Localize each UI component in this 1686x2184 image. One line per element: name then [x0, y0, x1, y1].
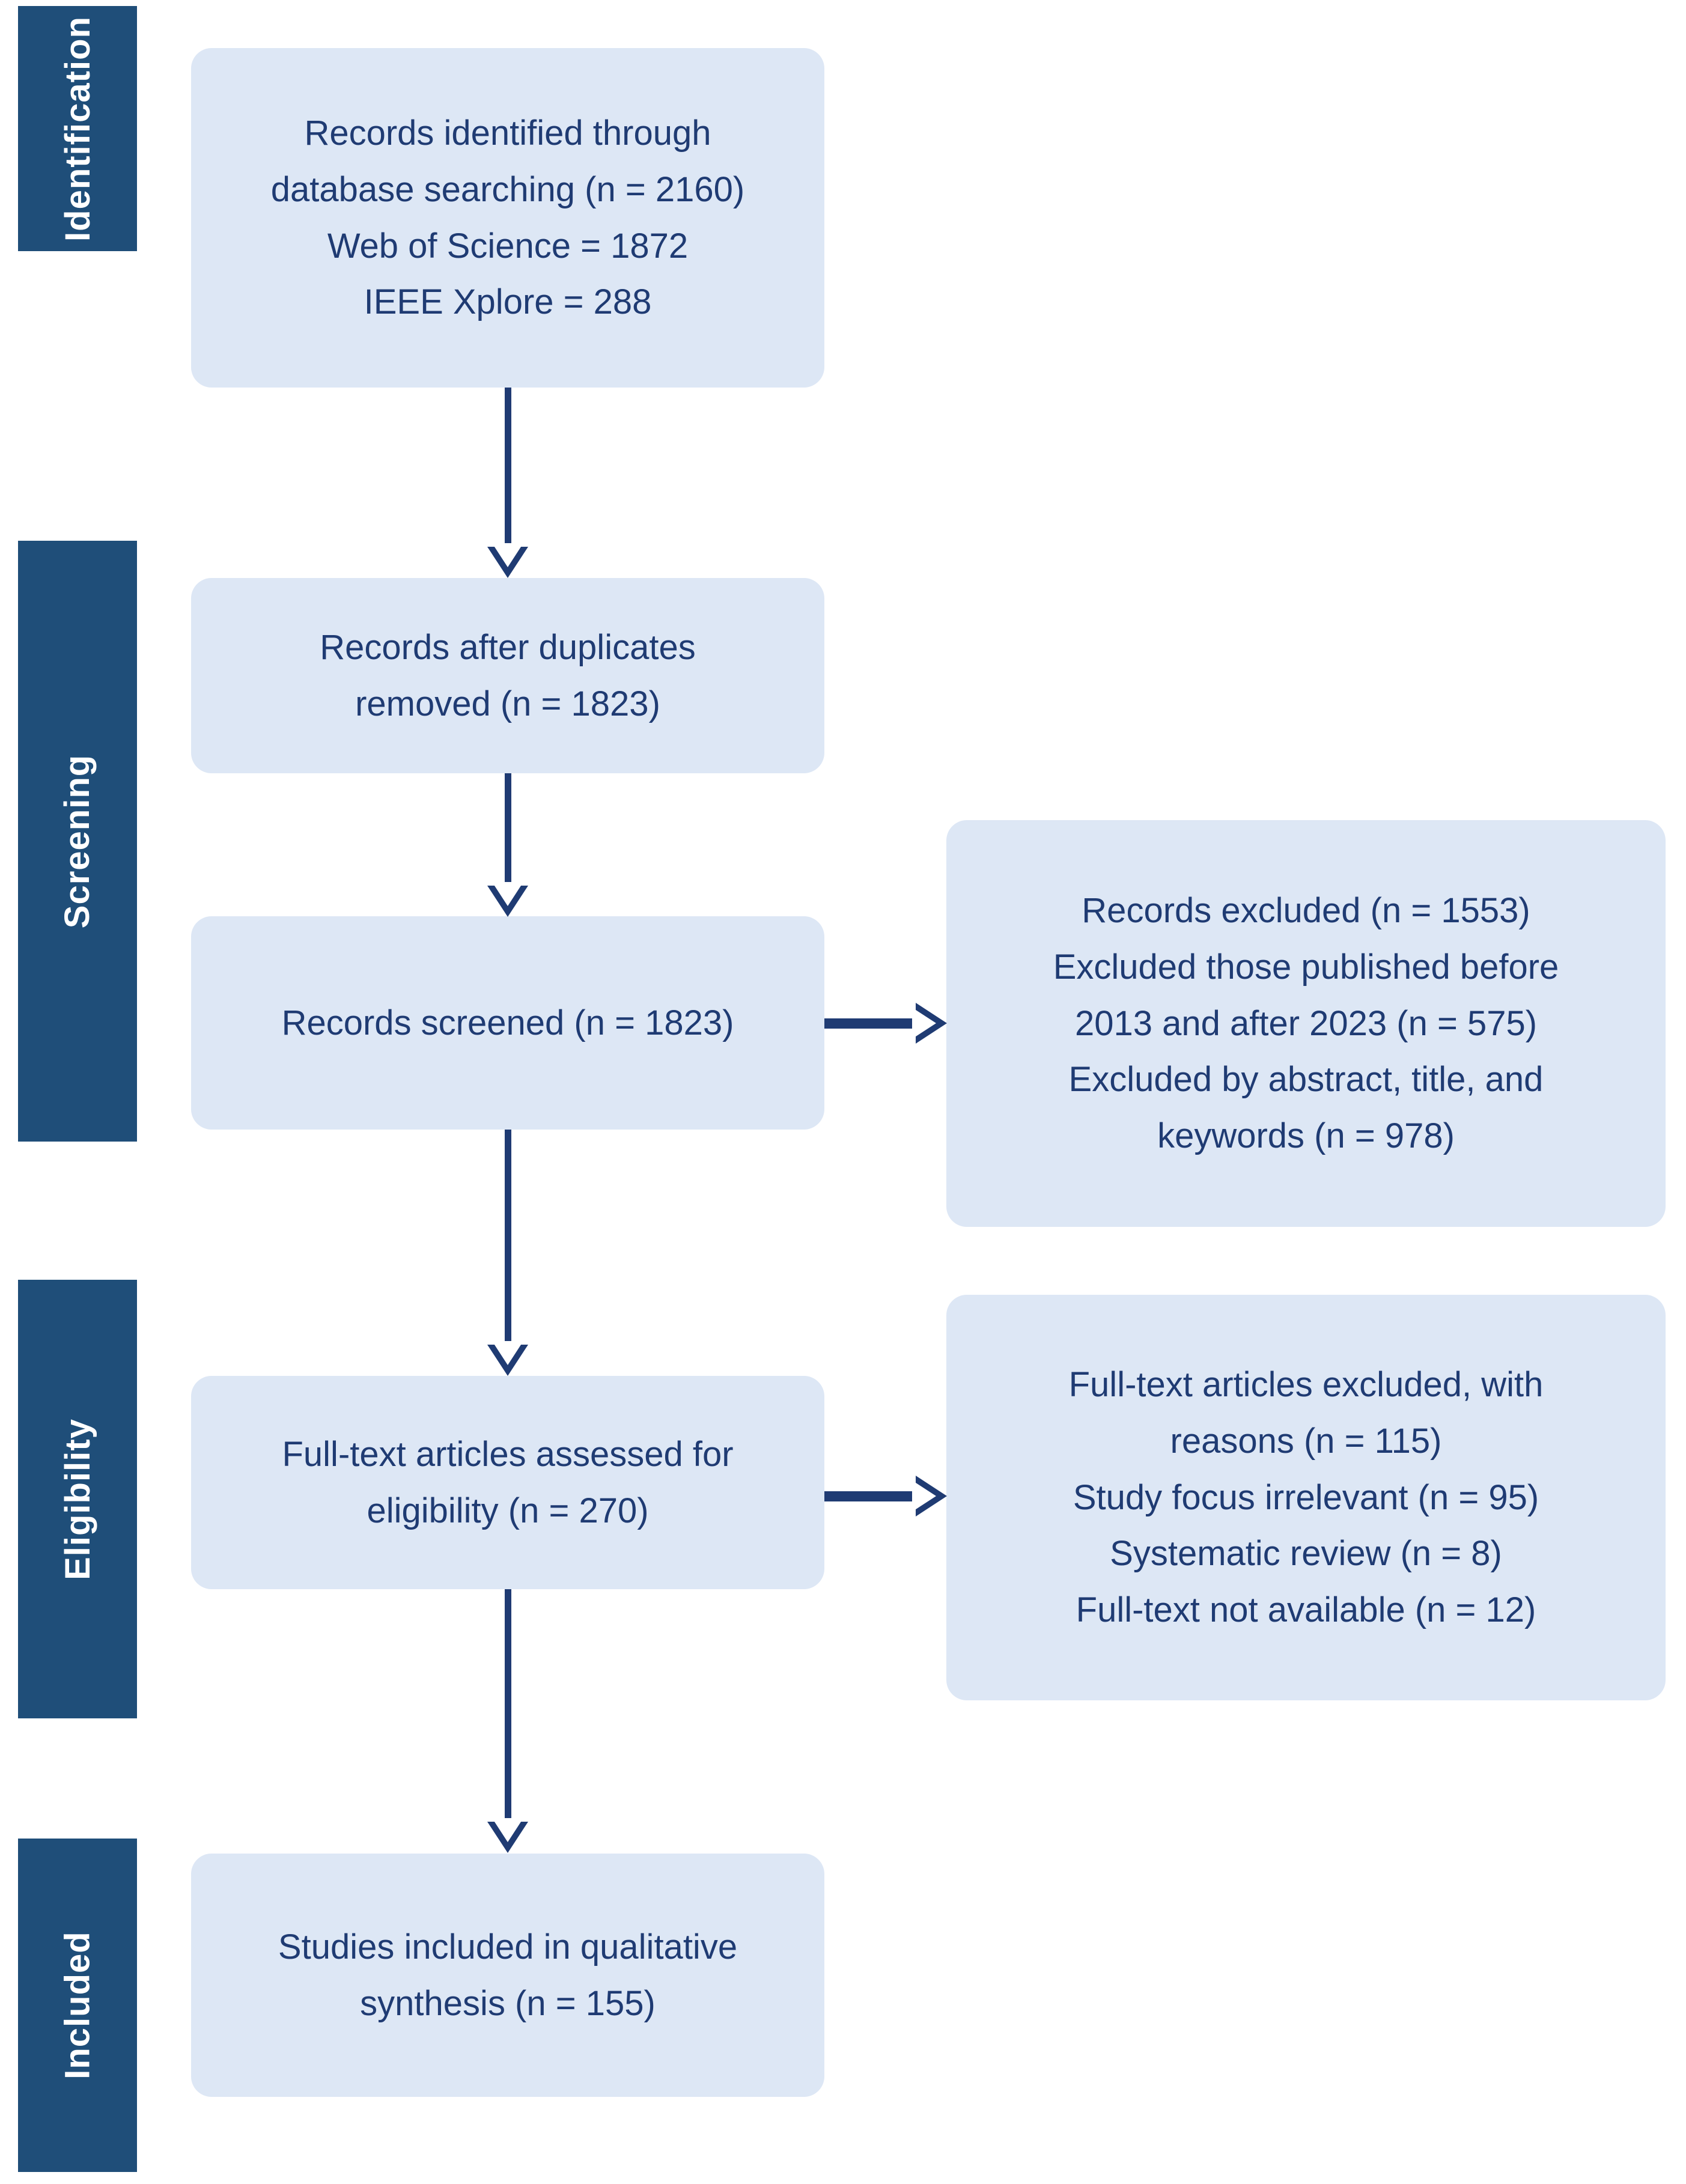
box-studies-included-text: Studies included in qualitative synthesi…: [278, 1927, 738, 2023]
connector-arrowhead-fulltext-to-included: [487, 1818, 528, 1853]
connector-arrowhead-screened-to-fulltext: [487, 1341, 528, 1376]
box-records-identified-text: Records identified through database sear…: [270, 113, 745, 322]
box-records-excluded-text: Records excluded (n = 1553) Excluded tho…: [1053, 890, 1559, 1156]
box-fulltext-excluded: Full-text articles excluded, with reason…: [946, 1295, 1666, 1700]
stage-bar-eligibility: Eligibility: [18, 1280, 137, 1718]
box-records-screened: Records screened (n = 1823): [191, 916, 824, 1130]
box-studies-included: Studies included in qualitative synthesi…: [191, 1854, 824, 2097]
box-records-screened-text: Records screened (n = 1823): [281, 1003, 734, 1042]
connector-stem-screened-to-fulltext: [505, 1130, 511, 1346]
connector-arrowhead-identified-to-duplicates: [487, 543, 528, 578]
stage-label-identification: Identification: [58, 16, 97, 242]
connector-stem-fulltext-to-included: [505, 1589, 511, 1824]
stage-label-screening: Screening: [58, 754, 97, 928]
box-fulltext-assessed-text: Full-text articles assessed for eligibil…: [282, 1434, 734, 1530]
stage-bar-identification: Identification: [18, 6, 137, 251]
connector-stem-fulltext-to-excluded: [824, 1491, 918, 1501]
stage-label-eligibility: Eligibility: [58, 1418, 97, 1580]
stage-bar-included: Included: [18, 1839, 137, 2172]
box-records-identified: Records identified through database sear…: [191, 48, 824, 388]
box-fulltext-assessed: Full-text articles assessed for eligibil…: [191, 1376, 824, 1589]
stage-bar-screening: Screening: [18, 541, 137, 1142]
connector-arrowhead-fulltext-to-excluded: [912, 1476, 947, 1516]
box-records-after-duplicates: Records after duplicates removed (n = 18…: [191, 578, 824, 773]
connector-stem-identified-to-duplicates: [505, 388, 511, 549]
connector-arrowhead-screened-to-excluded: [912, 1003, 947, 1044]
stage-label-included: Included: [58, 1931, 97, 2079]
box-records-excluded: Records excluded (n = 1553) Excluded tho…: [946, 820, 1666, 1227]
box-fulltext-excluded-text: Full-text articles excluded, with reason…: [1068, 1364, 1544, 1630]
connector-stem-screened-to-excluded: [824, 1018, 918, 1029]
box-records-after-duplicates-text: Records after duplicates removed (n = 18…: [320, 627, 696, 723]
connector-stem-duplicates-to-screened: [505, 773, 511, 887]
connector-arrowhead-duplicates-to-screened: [487, 882, 528, 917]
